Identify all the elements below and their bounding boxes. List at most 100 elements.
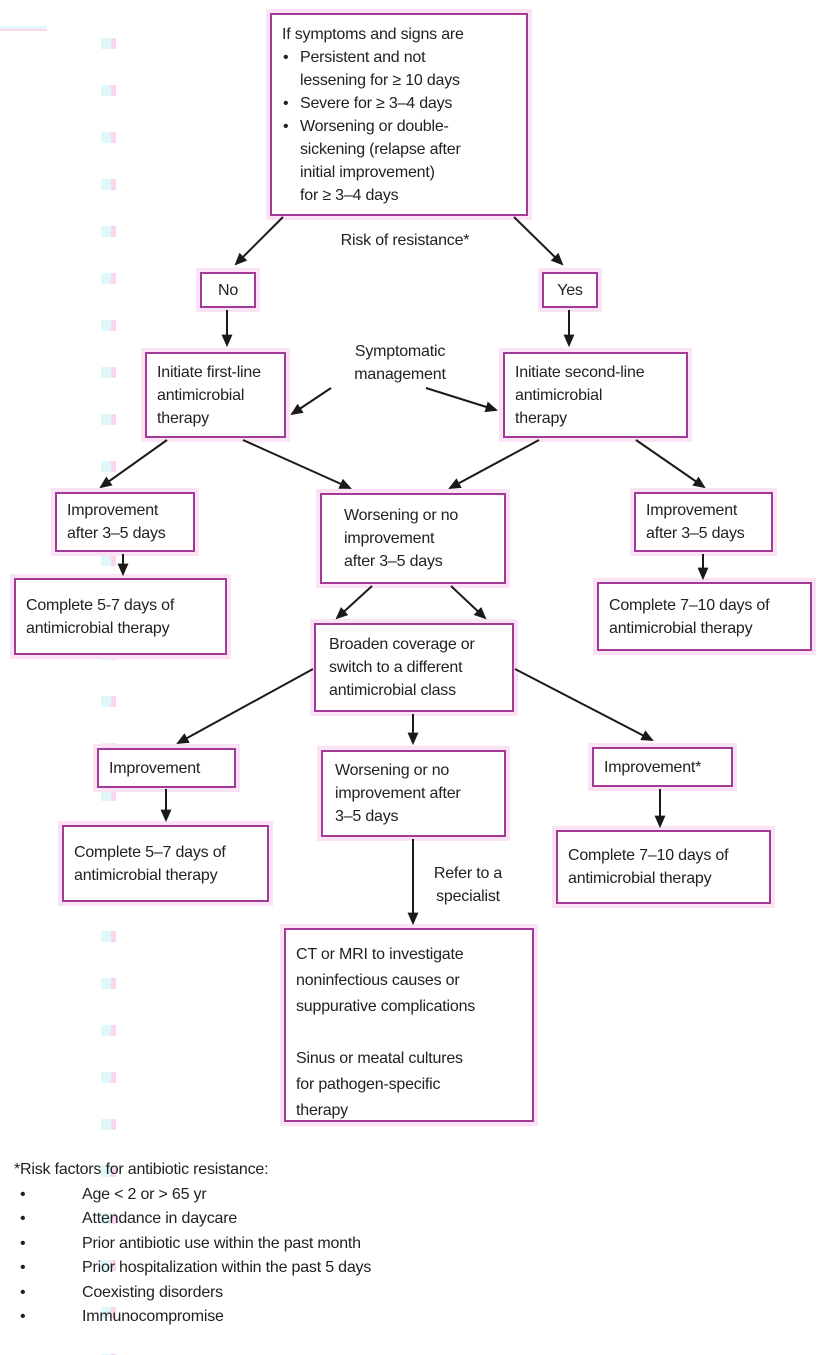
box-no: No: [200, 272, 256, 308]
text-line: Complete 5–7 days of: [74, 843, 226, 861]
footnote-heading: *Risk factors for antibiotic resistance:: [14, 1161, 269, 1178]
arrow-worsening-to-broaden-right: [450, 585, 487, 620]
text-line: switch to a different: [329, 659, 463, 676]
bullet-icon: •: [283, 94, 289, 112]
footnote-item: • Prior antibiotic use within the past m…: [14, 1232, 574, 1257]
bullet-item: • Persistent and not lessening for ≥ 10 d…: [282, 46, 518, 92]
text-line: Worsening or no: [335, 762, 450, 779]
text-line: Symptomatic: [354, 343, 446, 360]
text-line: antimicrobial therapy: [568, 870, 712, 887]
label-symptomatic-management: Symptomatic management: [328, 340, 472, 386]
scan-artifact-pink-strip: [111, 38, 116, 1355]
arrow-secondline-to-improvement: [635, 439, 706, 489]
text-line: after 3–5 days: [344, 553, 443, 570]
text-line: Broaden coverage or: [329, 636, 475, 653]
text-line: Complete 7–10 days of: [568, 847, 729, 864]
text-line: specialist: [436, 888, 500, 905]
box-ct-mri: CT or MRI to investigate noninfectious ca…: [284, 928, 534, 1122]
text-line: antimicrobial class: [329, 682, 456, 699]
bullet-icon: •: [20, 1210, 26, 1227]
bullet-item: • Worsening or double-sickening (relapse…: [282, 115, 518, 207]
arrow-symptoms-to-no: [234, 216, 284, 266]
text-line: improvement after: [335, 785, 461, 802]
footnote: *Risk factors for antibiotic resistance:…: [14, 1158, 574, 1330]
text-line: noninfectious causes or: [296, 972, 460, 989]
box-improvement-right: Improvement after 3–5 days: [634, 492, 773, 552]
text-line: Complete 5-7 days of: [26, 596, 175, 614]
bullet-icon: •: [20, 1259, 26, 1276]
text-line: Improvement: [109, 759, 201, 777]
text-line: Improvement: [646, 502, 738, 519]
box-improvement-left: Improvement after 3–5 days: [55, 492, 195, 552]
footnote-item-text: Prior hospitalization within the past 5 …: [82, 1259, 372, 1276]
ct-mri-paragraph-2: Sinus or meatal cultures for pathogen-spe…: [296, 1046, 524, 1124]
footnote-item: • Attendance in daycare: [14, 1207, 574, 1232]
text-line: Worsening or no: [344, 507, 459, 524]
arrow-symptomatic-to-firstline: [290, 387, 332, 416]
text-line: Worsening or double-: [300, 117, 449, 135]
box-yes: Yes: [542, 272, 598, 308]
arrow-broaden-to-improvement2: [176, 668, 314, 744]
ct-mri-paragraph-1: CT or MRI to investigate noninfectious ca…: [296, 942, 524, 1020]
text-line: therapy: [515, 409, 567, 427]
bullet-text: Worsening or double-sickening (relapse a…: [300, 115, 461, 207]
box-improvement-2-star: Improvement*: [592, 747, 733, 787]
bullet-icon: •: [283, 48, 289, 66]
footnote-item-text: Coexisting disorders: [82, 1283, 223, 1301]
text-line: for pathogen-specific: [296, 1076, 441, 1093]
text-line: lessening for ≥ 10 days: [300, 71, 460, 89]
bullet-item: • Severe for ≥ 3–4 days: [282, 92, 518, 115]
box-symptoms: If symptoms and signs are • Persistent a…: [270, 13, 528, 216]
text-line: Improvement: [67, 502, 159, 519]
text-line: antimicrobial: [515, 386, 603, 404]
text-line: Initiate second-line: [515, 363, 645, 381]
text-line: Persistent and not: [300, 48, 426, 66]
box-second-line-therapy: Initiate second-line antimicrobial therapy: [503, 352, 688, 438]
box-improvement-2: Improvement: [97, 748, 236, 788]
text-line: Sinus or meatal cultures: [296, 1050, 463, 1067]
bullet-icon: •: [20, 1234, 26, 1252]
arrow-secondline-to-worsening: [448, 439, 540, 489]
label-refer-to-specialist: Refer to a specialist: [420, 862, 516, 908]
scan-artifact-topline: [0, 26, 47, 31]
bullet-icon: •: [283, 117, 289, 135]
bullet-text: Persistent and not lessening for ≥ 10 day…: [300, 46, 460, 92]
text-line: Severe for ≥ 3–4 days: [300, 94, 453, 112]
box-symptoms-title: If symptoms and signs are: [282, 25, 464, 43]
scan-artifact-cyan-strip: [101, 38, 111, 1355]
text-line: after 3–5 days: [646, 525, 745, 542]
text-line: sickening (relapse after: [300, 140, 461, 158]
text-line: Complete 7–10 days of: [609, 596, 770, 614]
footnote-item: • Immunocompromise: [14, 1305, 574, 1330]
text-line: suppurative complications: [296, 998, 476, 1015]
text-line: CT or MRI to investigate: [296, 946, 464, 963]
text-line: initial improvement): [300, 163, 435, 181]
arrow-symptoms-to-yes: [513, 216, 564, 266]
text-line: management: [354, 366, 446, 383]
bullet-icon: •: [20, 1308, 26, 1325]
arrow-worsening-to-broaden-left: [335, 585, 373, 620]
footnote-item: • Prior hospitalization within the past …: [14, 1256, 574, 1281]
arrow-symptomatic-to-secondline: [425, 387, 498, 413]
arrow-firstline-to-worsening: [242, 439, 352, 489]
label-risk-of-resistance: Risk of resistance*: [340, 232, 470, 249]
footnote-item-text: Immunocompromise: [82, 1308, 224, 1325]
bullet-text: Severe for ≥ 3–4 days: [300, 92, 452, 115]
text-line: for ≥ 3–4 days: [300, 186, 399, 204]
bullet-icon: •: [20, 1185, 26, 1203]
text-line: Refer to a: [433, 865, 503, 882]
text-line: therapy: [296, 1102, 348, 1119]
bullet-icon: •: [20, 1283, 26, 1301]
text-line: after 3–5 days: [67, 525, 166, 542]
footnote-item: • Age < 2 or > 65 yr: [14, 1183, 574, 1208]
arrow-broaden-to-improvement2star: [514, 668, 654, 741]
text-line: antimicrobial: [157, 386, 245, 404]
text-line: Improvement*: [604, 758, 702, 776]
footnote-item-text: Attendance in daycare: [82, 1210, 238, 1227]
